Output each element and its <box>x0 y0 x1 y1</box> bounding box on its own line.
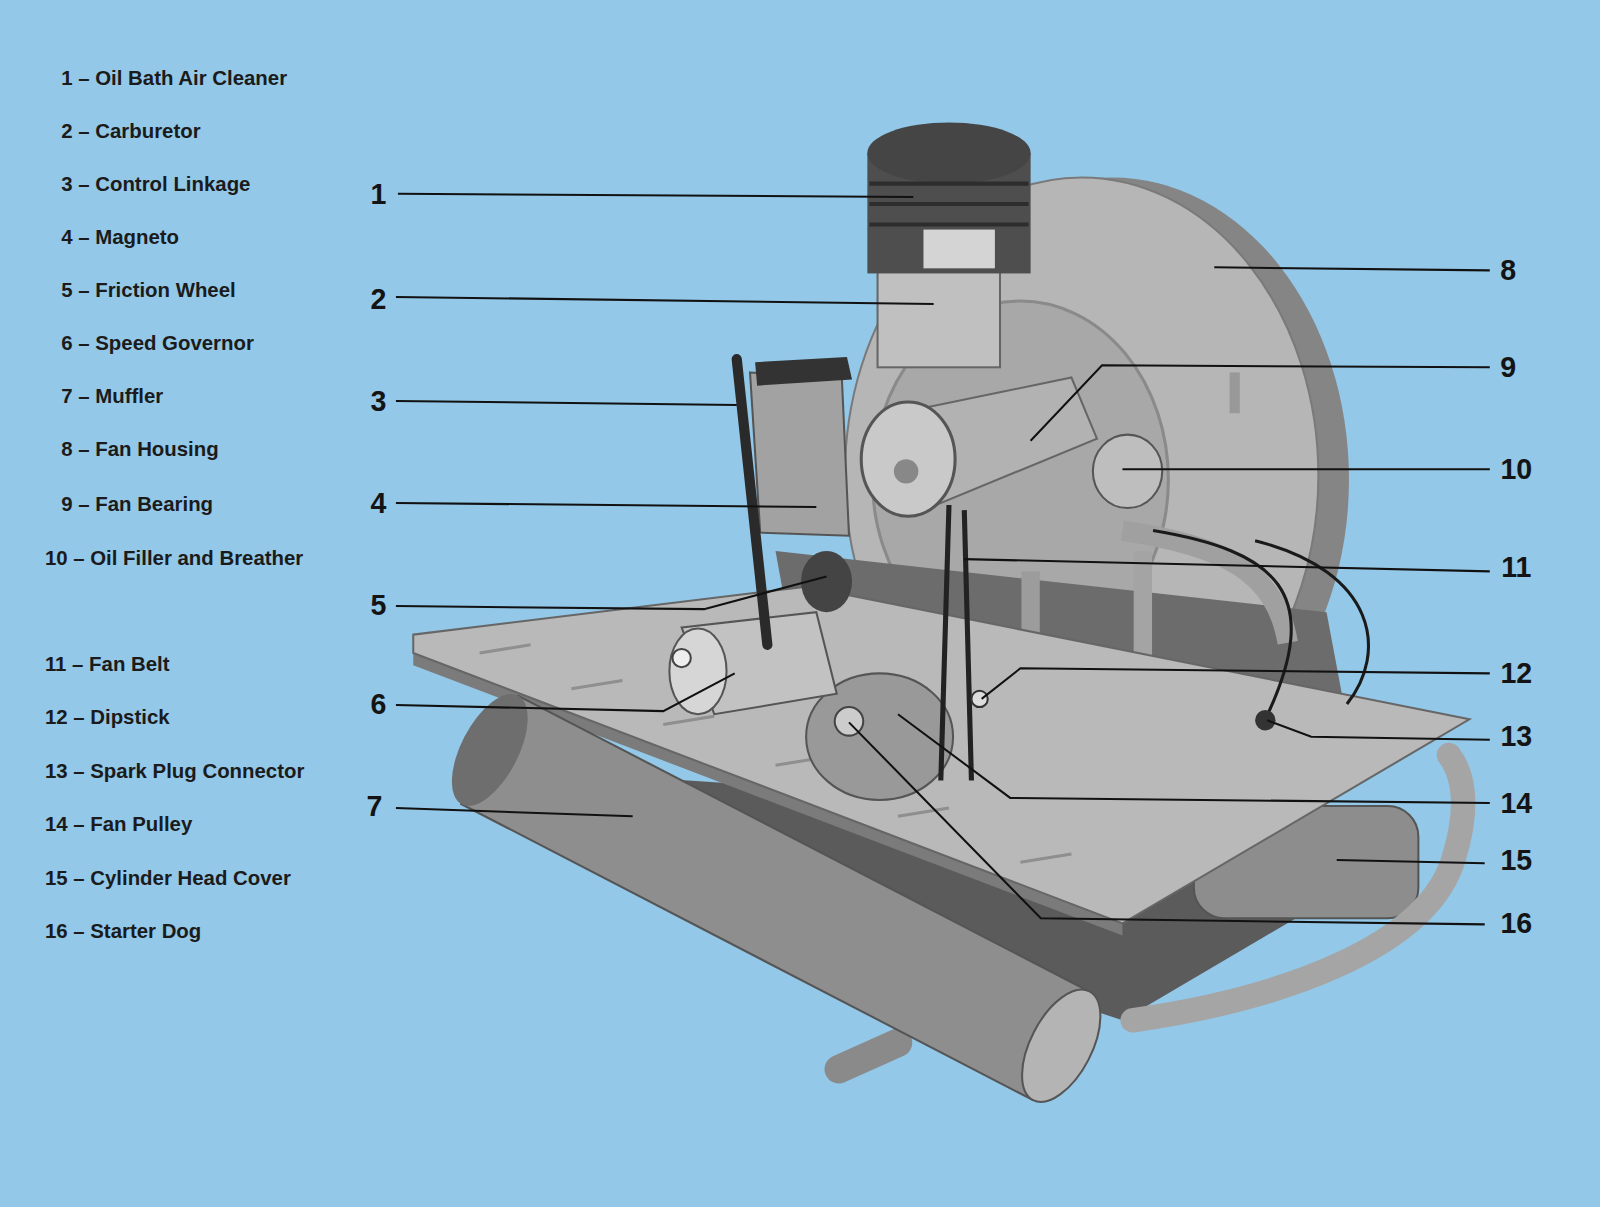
callout-number: 1 <box>353 176 404 213</box>
intake-pipe <box>1122 531 1287 643</box>
plate-slot <box>663 716 714 724</box>
leader-line <box>396 297 934 304</box>
tail-pipe <box>839 1043 898 1070</box>
bearing-pulley <box>861 402 955 516</box>
pulley-hub <box>894 459 918 483</box>
leader-line <box>964 559 1490 571</box>
leader-line <box>396 808 633 816</box>
key-item: 4 – Magneto <box>61 211 179 264</box>
callout-number: 6 <box>353 686 404 723</box>
key-item: 12 – Dipstick <box>45 691 170 744</box>
key-item: 2 – Carburetor <box>61 105 200 158</box>
key-item: 1 – Oil Bath Air Cleaner <box>61 52 287 105</box>
governor-knob <box>672 649 690 667</box>
housing-slot <box>1230 372 1240 413</box>
air-cleaner-plate <box>923 230 994 269</box>
key-item: 16 – Starter Dog <box>45 905 201 958</box>
key-item: 7 – Muffler <box>61 370 163 423</box>
key-item: 8 – Fan Housing <box>61 423 218 476</box>
leader-line <box>1337 860 1485 863</box>
key-item: 11 – Fan Belt <box>45 638 170 691</box>
key-item: 13 – Spark Plug Connector <box>45 745 304 798</box>
callout-number: 9 <box>1483 349 1534 386</box>
control-linkage <box>737 359 768 645</box>
leader-line <box>982 668 1490 699</box>
fan-belt <box>964 510 971 780</box>
plate-slot <box>480 645 531 653</box>
callout-number: 8 <box>1483 252 1534 289</box>
magneto <box>750 372 849 535</box>
muffler-end <box>436 682 543 817</box>
air-cleaner-ridges <box>869 184 1028 225</box>
fan-belt <box>941 505 949 780</box>
spark-plug-wire <box>1255 541 1368 704</box>
key-item: 5 – Friction Wheel <box>61 264 236 317</box>
callout-number: 2 <box>353 281 404 318</box>
plate-slot <box>1020 854 1071 862</box>
plate-slot <box>571 681 622 689</box>
callout-number: 3 <box>353 383 404 420</box>
leader-line <box>898 714 1490 803</box>
magneto-cap <box>755 357 852 386</box>
callout-number: 12 <box>1491 655 1542 692</box>
spark-plug-connector <box>1255 710 1275 730</box>
leader-line <box>1267 720 1489 739</box>
ridge <box>869 202 1028 206</box>
key-item: 9 – Fan Bearing <box>61 478 213 531</box>
plate-slot <box>898 808 949 816</box>
leader-line <box>396 401 737 405</box>
callout-number: 11 <box>1491 549 1542 586</box>
spark-plug-wire <box>1153 531 1291 720</box>
ridge <box>869 222 1028 226</box>
oil-filler-cap <box>1093 435 1162 508</box>
muffler-end <box>1006 977 1117 1114</box>
key-item: 10 – Oil Filler and Breather <box>45 532 312 585</box>
muffler <box>461 696 1090 1100</box>
callout-number: 5 <box>353 587 404 624</box>
leader-line <box>1122 468 1489 470</box>
callout-number: 4 <box>353 485 404 522</box>
callout-number: 7 <box>349 788 400 825</box>
callout-number: 13 <box>1491 718 1542 755</box>
leader-line <box>1214 267 1490 270</box>
callout-number: 16 <box>1491 905 1542 942</box>
key-item: 6 – Speed Governor <box>61 317 254 370</box>
leader-lines <box>396 194 1490 925</box>
governor-end <box>669 628 726 714</box>
leader-line <box>849 722 1485 924</box>
leader-line <box>396 503 816 507</box>
callout-number: 15 <box>1491 842 1542 879</box>
air-cleaner-dome <box>867 122 1030 183</box>
callout-number: 10 <box>1491 451 1542 488</box>
leader-line <box>396 673 735 711</box>
dipstick <box>971 691 987 707</box>
leader-line <box>1031 365 1490 441</box>
carburetor <box>878 260 1000 367</box>
key-item: 15 – Cylinder Head Cover <box>45 852 291 905</box>
callout-number: 14 <box>1491 785 1542 822</box>
key-item: 3 – Control Linkage <box>61 158 250 211</box>
ridge <box>869 182 1028 186</box>
leader-line <box>396 576 827 609</box>
key-item: 14 – Fan Pulley <box>45 798 192 851</box>
leader-line <box>398 194 913 197</box>
